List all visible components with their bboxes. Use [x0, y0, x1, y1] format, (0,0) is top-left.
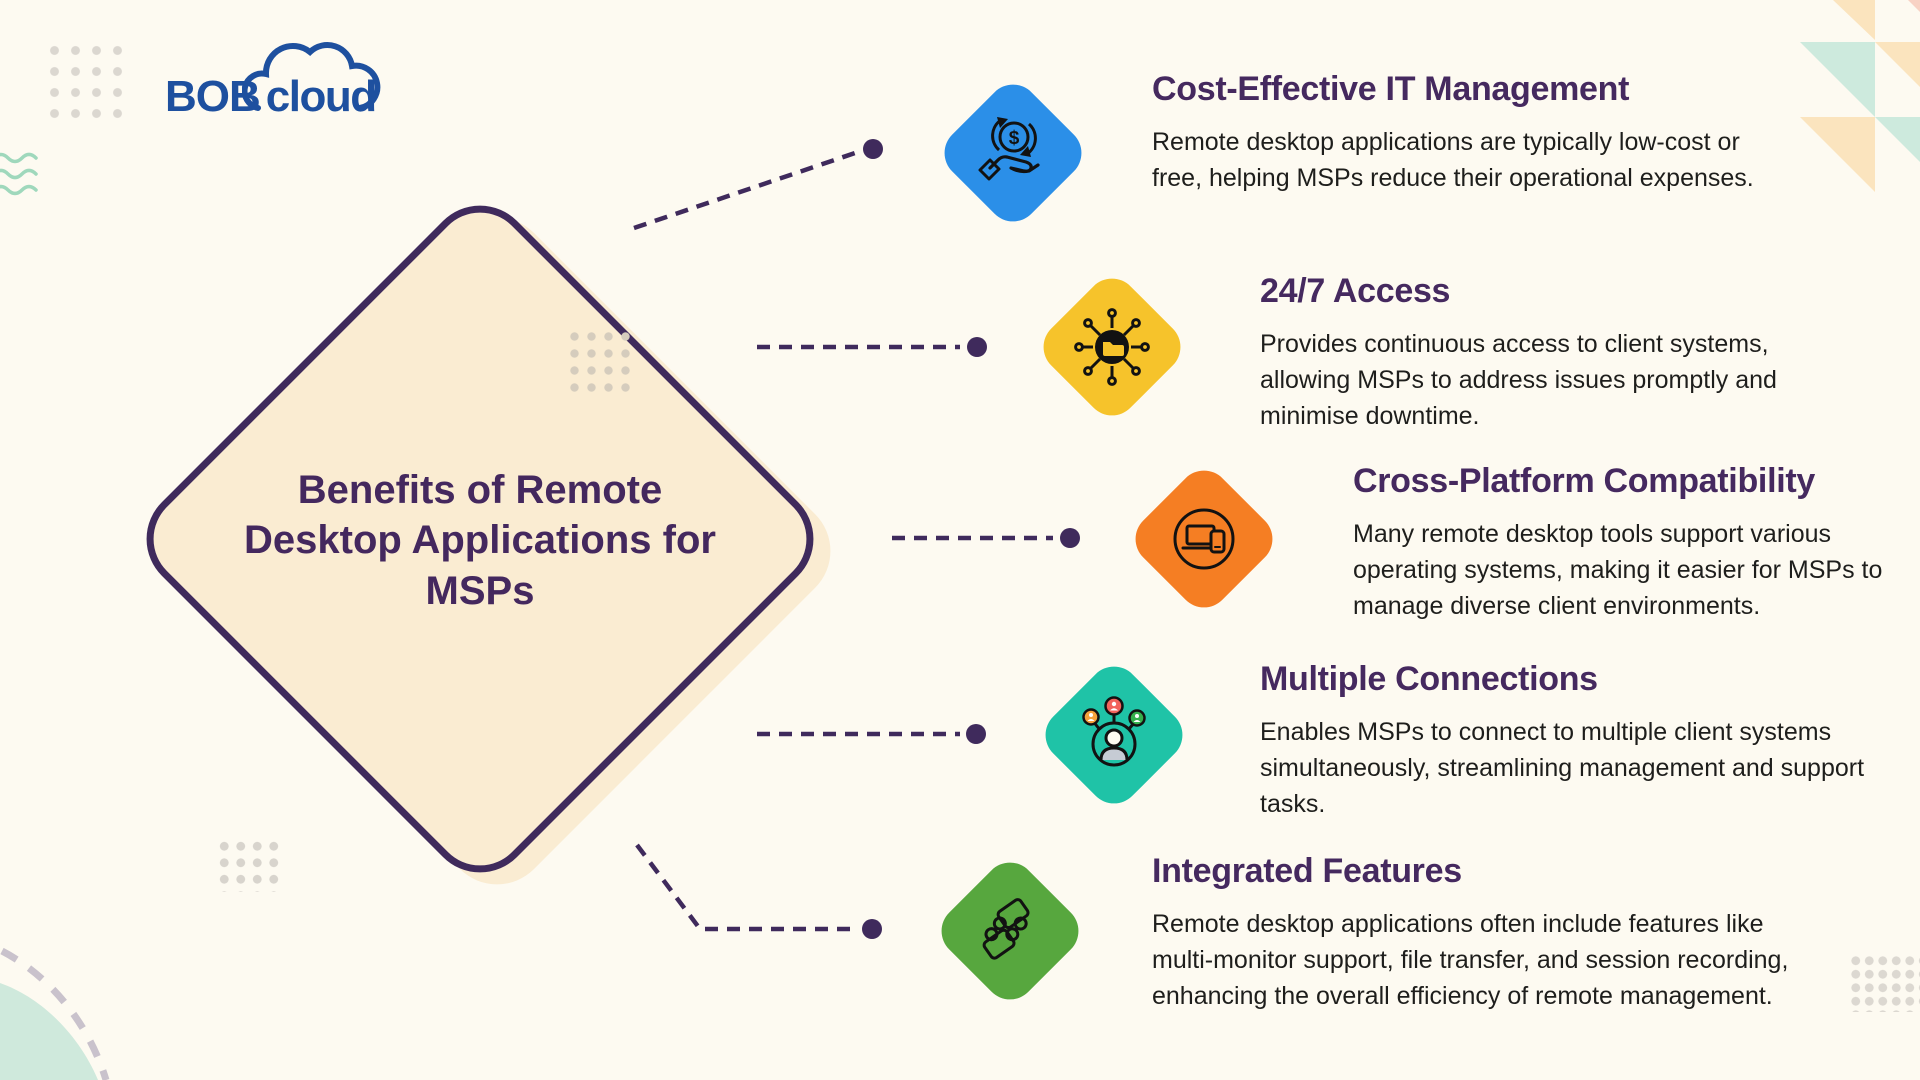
item-description: Remote desktop applications often includ… — [1152, 910, 1789, 1010]
item-title: Cost-Effective IT Management — [1152, 70, 1630, 108]
wave-lines-icon — [0, 152, 38, 196]
item-icon-diamond: $ — [933, 73, 1093, 233]
item-block: Cost-Effective IT Management Remote desk… — [1152, 70, 1757, 196]
item-block: Integrated Features Remote desktop appli… — [1152, 852, 1817, 1014]
dot-grid-diamond — [566, 328, 636, 398]
item-title: Integrated Features — [1152, 852, 1462, 890]
svg-text:$: $ — [1009, 128, 1020, 149]
devices-icon — [1173, 508, 1235, 570]
cloud-outline-icon — [242, 42, 381, 111]
logo-text-light: cloud — [265, 72, 377, 121]
circuit-chip-icon — [1074, 308, 1150, 386]
item-block: 24/7 Access Provides continuous access t… — [1260, 272, 1805, 434]
item-block: Cross-Platform Compatibility Many remote… — [1353, 462, 1918, 624]
hand-dollar-icon: $ — [978, 117, 1040, 181]
item-title: Cross-Platform Compatibility — [1353, 462, 1815, 500]
dot-grid-top-left — [44, 40, 132, 128]
item-description: Enables MSPs to connect to multiple clie… — [1260, 718, 1865, 818]
corner-blob-icon — [0, 947, 110, 1080]
network-users-icon — [1082, 696, 1146, 767]
item-icon-diamond — [930, 851, 1090, 1011]
item-title: Multiple Connections — [1260, 660, 1598, 698]
item-icon-diamond — [1034, 655, 1194, 815]
dot-grid-bottom-right — [1849, 954, 1920, 1012]
item-description: Provides continuous access to client sys… — [1260, 330, 1777, 430]
dot-grid-bottom-left — [216, 838, 284, 892]
item-title: 24/7 Access — [1260, 272, 1451, 310]
item-description: Many remote desktop tools support variou… — [1353, 520, 1883, 620]
main-title: Benefits of Remote Desktop Applications … — [244, 468, 716, 613]
item-description: Remote desktop applications are typicall… — [1152, 128, 1754, 192]
puzzle-icon — [982, 898, 1030, 960]
item-icon-diamond — [1032, 267, 1192, 427]
item-icon-diamond — [1124, 459, 1284, 619]
item-block: Multiple Connections Enables MSPs to con… — [1260, 660, 1900, 822]
triangle-pattern-icon — [1800, 0, 1920, 192]
